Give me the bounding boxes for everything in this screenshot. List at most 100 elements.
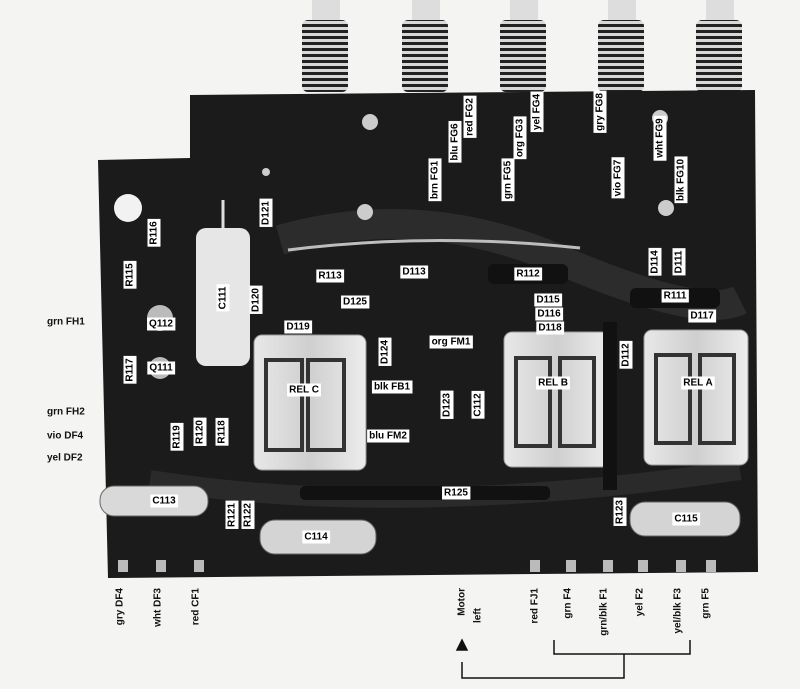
edge-connector-pads xyxy=(118,560,716,572)
component-label-d117: D117 xyxy=(688,309,717,323)
wire-label-wht-fg9-text: wht FG9 xyxy=(655,118,666,159)
spring-1 xyxy=(302,20,348,92)
component-label-r118-text: R118 xyxy=(217,420,228,444)
component-label-r117-text: R117 xyxy=(125,358,136,382)
jumper-wire xyxy=(287,238,581,252)
component-label-r118: R118 xyxy=(215,417,229,446)
bottom-label-motor: Motor xyxy=(457,588,468,616)
component-label-r122: R122 xyxy=(241,500,255,529)
bottom-label-left: left xyxy=(473,607,484,623)
component-label-r121-text: R121 xyxy=(227,503,238,527)
springs-group xyxy=(302,0,742,92)
bottom-label-red-cf1: red CF1 xyxy=(191,588,202,626)
component-label-d116: D116 xyxy=(535,307,564,321)
edge-label-vio-df4: vio DF4 xyxy=(47,431,84,442)
component-label-r116: R116 xyxy=(147,218,161,247)
wire-label-yel-fg4-text: yel FG4 xyxy=(532,94,543,131)
relay-c xyxy=(253,334,367,471)
component-label-r115-text: R115 xyxy=(125,263,136,287)
component-label-d120: D120 xyxy=(249,285,263,314)
component-label-r113: R113 xyxy=(316,269,345,283)
component-label-c111: C111 xyxy=(216,284,230,312)
component-label-c115-text: C115 xyxy=(674,514,698,525)
wire-label-gry-fg8-text: gry FG8 xyxy=(595,93,606,131)
wire-label-vio-fg7-text: vio FG7 xyxy=(613,159,624,196)
component-label-r123-text: R123 xyxy=(615,500,626,524)
component-label-d125: D125 xyxy=(341,295,370,309)
component-label-d117-text: D117 xyxy=(690,311,714,322)
component-label-rel-a-text: REL A xyxy=(683,378,712,389)
relay-a xyxy=(643,329,749,466)
bottom-label-grn-f5: grn F5 xyxy=(701,588,712,619)
spring-4 xyxy=(598,20,644,92)
component-label-r125: R125 xyxy=(442,486,471,500)
component-label-r120: R120 xyxy=(193,417,207,446)
component-label-d118: D118 xyxy=(536,321,565,335)
wire-label-red-fg2: red FG2 xyxy=(463,95,477,138)
wire-label-gry-fg8: gry FG8 xyxy=(593,90,607,133)
component-label-d116-text: D116 xyxy=(537,309,561,320)
component-label-r116-text: R116 xyxy=(149,221,160,245)
component-label-rel-c: REL C xyxy=(287,383,321,397)
wire-label-org-fg3: org FG3 xyxy=(513,116,527,160)
spring-2 xyxy=(402,20,448,92)
component-label-rel-b: REL B xyxy=(536,376,570,390)
component-label-c113: C113 xyxy=(150,494,179,508)
wire-label-org-fm1-text: org FM1 xyxy=(432,337,471,348)
component-label-d121: D121 xyxy=(259,198,273,227)
component-label-d125-text: D125 xyxy=(343,297,367,308)
resistor-r125-body xyxy=(300,486,550,500)
wire-label-blu-fg6-text: blu FG6 xyxy=(450,123,461,161)
component-label-d121-text: D121 xyxy=(261,201,272,225)
component-label-q111: Q111 xyxy=(147,361,176,375)
bottom-label-yel-f2: yel F2 xyxy=(635,588,646,617)
wire-label-blu-fg6: blu FG6 xyxy=(448,120,462,163)
component-label-c115: C115 xyxy=(672,512,701,526)
component-label-d112: D112 xyxy=(619,340,633,369)
component-label-r113-text: R113 xyxy=(318,271,342,282)
component-label-d114-text: D114 xyxy=(650,250,661,274)
component-label-rel-c-text: REL C xyxy=(289,385,319,396)
mounting-hole-icon xyxy=(114,194,142,222)
wire-label-wht-fg9: wht FG9 xyxy=(653,115,667,161)
component-label-r111-text: R111 xyxy=(664,291,687,302)
component-label-r115: R115 xyxy=(123,260,137,289)
spring-5 xyxy=(696,20,742,92)
component-label-c112-text: C112 xyxy=(473,393,484,417)
wire-label-red-fg2-text: red FG2 xyxy=(465,98,476,136)
edge-label-grn-fh1: grn FH1 xyxy=(47,317,85,328)
wire-label-blk-fg10-text: blk FG10 xyxy=(676,158,687,201)
component-label-d111-text: D111 xyxy=(674,250,685,273)
wire-label-org-fg3-text: org FG3 xyxy=(515,118,526,157)
bottom-label-wht-df3: wht DF3 xyxy=(153,588,164,628)
component-label-d113: D113 xyxy=(400,265,429,279)
wire-label-blk-fg10: blk FG10 xyxy=(674,156,688,204)
component-label-r112-text: R112 xyxy=(516,269,540,280)
component-label-r119: R119 xyxy=(170,422,184,451)
component-label-d124-text: D124 xyxy=(380,340,391,364)
wire-label-vio-fg7: vio FG7 xyxy=(611,157,625,199)
component-label-d114: D114 xyxy=(648,247,662,276)
bottom-label-grn-f4: grn F4 xyxy=(563,588,574,619)
component-label-r121: R121 xyxy=(225,500,239,529)
component-label-d124: D124 xyxy=(378,337,392,366)
component-label-r123: R123 xyxy=(613,497,627,526)
bottom-label-gry-df4: gry DF4 xyxy=(115,588,126,626)
component-label-c112: C112 xyxy=(471,390,485,419)
wire-label-grn-fg5-text: grn FG5 xyxy=(503,160,514,199)
component-label-d113-text: D113 xyxy=(402,267,426,278)
component-label-d118-text: D118 xyxy=(538,323,562,334)
component-label-q111-text: Q111 xyxy=(149,363,173,374)
component-label-d119: D119 xyxy=(284,320,313,334)
screw-icon xyxy=(658,200,674,216)
component-label-d123: D123 xyxy=(440,390,454,419)
screw-icon xyxy=(362,114,378,130)
wire-label-blk-fb1: blk FB1 xyxy=(371,380,413,394)
bottom-label-yelblk-f3: yel/blk F3 xyxy=(673,588,684,634)
wire-label-grn-fg5: grn FG5 xyxy=(501,158,515,202)
wire-label-brn-fg1-text: brn FG1 xyxy=(430,160,441,199)
component-label-d115: D115 xyxy=(534,293,563,307)
component-label-r120-text: R120 xyxy=(195,420,206,444)
component-label-d120-text: D120 xyxy=(251,288,262,312)
wire-label-org-fm1: org FM1 xyxy=(429,335,473,349)
